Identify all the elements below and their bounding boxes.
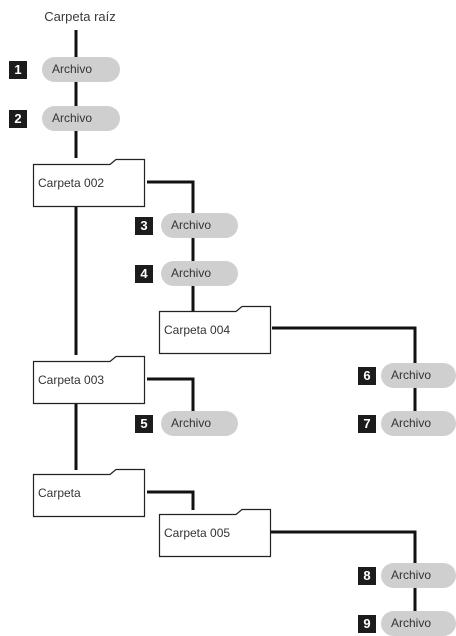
file-number-badge: 3 — [135, 217, 153, 235]
folder-005[interactable]: Carpeta 005 — [158, 508, 272, 558]
folder-002[interactable]: Carpeta 002 — [32, 158, 146, 208]
file-number-badge: 4 — [135, 265, 153, 283]
file-number-badge: 6 — [358, 367, 376, 385]
file-pill[interactable]: Archivo — [161, 261, 238, 286]
file-number-badge: 9 — [358, 615, 376, 633]
folder-label: Carpeta 004 — [164, 323, 231, 337]
file-number-badge: 8 — [358, 567, 376, 585]
folder-icon — [32, 158, 146, 208]
folder-label: Carpeta 002 — [38, 176, 105, 190]
file-pill[interactable]: Archivo — [161, 411, 238, 436]
folder-carpeta[interactable]: Carpeta — [32, 468, 146, 518]
folder-icon — [32, 468, 146, 518]
file-pill[interactable]: Archivo — [381, 411, 456, 436]
folder-label: Carpeta 005 — [164, 526, 231, 540]
file-pill[interactable]: Archivo — [161, 213, 238, 238]
file-number-badge: 2 — [9, 110, 27, 128]
file-pill[interactable]: Archivo — [381, 563, 456, 588]
folder-label: Carpeta 003 — [38, 373, 105, 387]
file-pill[interactable]: Archivo — [42, 106, 120, 131]
file-number-badge: 5 — [135, 415, 153, 433]
folder-icon — [32, 355, 146, 405]
root-folder-label: Carpeta raíz — [44, 9, 116, 24]
file-number-badge: 7 — [358, 415, 376, 433]
folder-003[interactable]: Carpeta 003 — [32, 355, 146, 405]
folder-004[interactable]: Carpeta 004 — [158, 305, 272, 355]
folder-icon — [158, 508, 272, 558]
folder-label: Carpeta — [38, 486, 81, 500]
file-number-badge: 1 — [9, 61, 27, 79]
folder-icon — [158, 305, 272, 355]
file-pill[interactable]: Archivo — [381, 363, 456, 388]
file-pill[interactable]: Archivo — [381, 611, 456, 636]
file-pill[interactable]: Archivo — [42, 57, 120, 82]
